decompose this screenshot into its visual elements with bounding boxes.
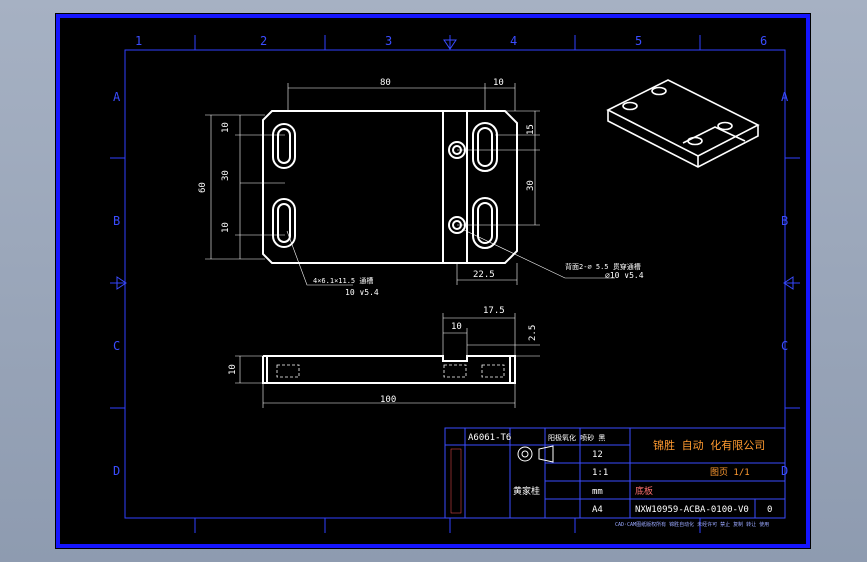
- footer-note: CAD·CAM图纸版权所有 锦胜自动化 未经许可 禁止 复制 转让 使用: [615, 521, 769, 528]
- slot-depth-callout: 10 ∨5.4: [345, 288, 379, 297]
- scale-value: 1:1: [592, 468, 608, 478]
- part-name: 底板: [635, 485, 653, 497]
- sheet-label: 图页 1/1: [710, 467, 750, 478]
- zone-labels: 1 2 3 4 5 6 A B C D A B C D: [113, 34, 789, 478]
- tolerance-table: [450, 448, 462, 514]
- cad-drawing: 1 2 3 4 5 6 A B C D A B C D: [56, 14, 810, 548]
- drawing-sheet: 1 2 3 4 5 6 A B C D A B C D: [55, 13, 811, 549]
- dim-label: 30: [526, 180, 536, 191]
- zone-col-label: 1: [135, 34, 142, 48]
- zone-row-label: C: [113, 339, 120, 353]
- dim-label: 10: [221, 122, 231, 133]
- drawing-number: NXW10959-ACBA-0100-V0: [635, 505, 749, 515]
- hole-callout: 背面2-∅ 5.5 贯穿通槽: [565, 262, 641, 271]
- dim-label: 100: [380, 395, 396, 405]
- center-mark-right: [783, 276, 794, 290]
- zone-row-label: B: [113, 214, 120, 228]
- zone-ticks: [110, 35, 800, 533]
- projection-symbol-icon: [517, 445, 554, 463]
- paper-size: A4: [592, 505, 603, 515]
- revision: 0: [767, 505, 772, 515]
- center-mark-left: [116, 276, 127, 290]
- plate-side-view: [262, 355, 516, 384]
- zone-row-label: C: [781, 339, 788, 353]
- dim-label: 80: [380, 78, 391, 88]
- dim-label: 10: [493, 78, 504, 88]
- plate-isometric-view: [606, 79, 760, 168]
- side-view-dimensions: [235, 313, 540, 408]
- zone-col-label: 6: [760, 34, 767, 48]
- side-view-dim-text: 17.5 10 2.5 10 100: [228, 306, 538, 405]
- hole-depth-callout: ∅10 ∨5.4: [605, 271, 644, 280]
- dim-label: 22.5: [473, 270, 495, 280]
- top-view-dimensions: [205, 83, 615, 286]
- dim-label: 30: [221, 170, 231, 181]
- zone-row-label: A: [781, 90, 789, 104]
- outer-border: [56, 14, 810, 548]
- dim-label: 15: [526, 124, 536, 135]
- zone-col-label: 3: [385, 34, 392, 48]
- zone-row-label: A: [113, 90, 121, 104]
- side-view-hidden-lines: [276, 364, 505, 378]
- unit-value: mm: [592, 487, 603, 497]
- dim-label: 2.5: [528, 325, 538, 341]
- quantity-value: 12: [592, 450, 603, 460]
- dim-label: 60: [198, 182, 208, 193]
- zone-row-label: D: [113, 464, 120, 478]
- company-name: 锦胜 自动 化有限公司: [653, 438, 765, 452]
- zone-col-label: 5: [635, 34, 642, 48]
- zone-col-label: 4: [510, 34, 517, 48]
- dim-label: 10: [451, 322, 462, 332]
- surface-finish: 阳极氧化 喷砂 黑: [548, 433, 605, 442]
- material-value: A6061-T6: [468, 433, 511, 443]
- top-view-dim-text: 80 10 10 30 10 60 15 30 22.5 4×6.1×11.5 …: [198, 78, 644, 297]
- zone-col-label: 2: [260, 34, 267, 48]
- plate-top-view: [262, 110, 518, 264]
- zone-row-label: B: [781, 214, 788, 228]
- dim-label: 10: [221, 222, 231, 233]
- dim-label: 17.5: [483, 306, 505, 316]
- title-block-grid: [444, 427, 786, 519]
- dim-label: 10: [228, 364, 238, 375]
- title-block-text: A6061-T6 阳极氧化 喷砂 黑 12 1:1 mm A4 黄家桂 底板 N…: [468, 433, 772, 528]
- slot-callout: 4×6.1×11.5 通槽: [313, 276, 373, 285]
- designer-name: 黄家桂: [513, 485, 540, 497]
- center-mark-top: [443, 39, 457, 50]
